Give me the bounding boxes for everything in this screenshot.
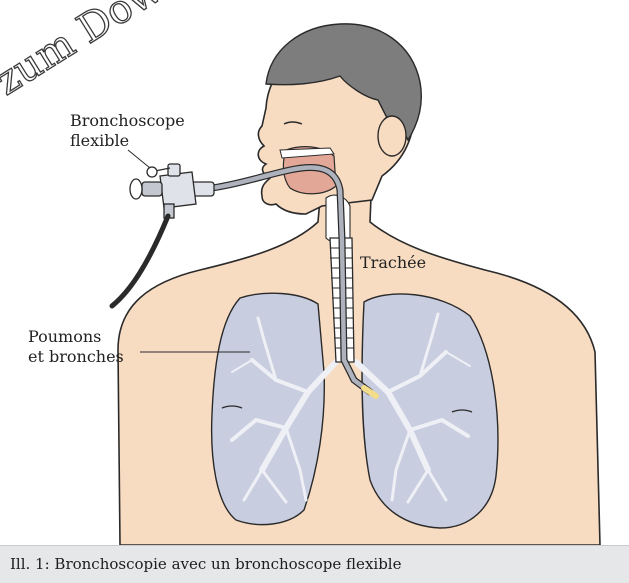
ear <box>378 116 406 156</box>
bronchoscope-handle <box>130 164 214 218</box>
torso <box>118 172 600 545</box>
lung-left <box>362 294 498 528</box>
figure-caption: Ill. 1: Bronchoscopie avec un bronchosco… <box>10 555 401 573</box>
label-bronchoscope-line2: flexible <box>70 131 129 150</box>
bronchoscopy-illustration: Bronchoscope flexible Trachée Poumons et… <box>0 0 629 545</box>
lung-right <box>212 293 325 524</box>
figure-caption-bar: Ill. 1: Bronchoscopie avec un bronchosco… <box>0 545 629 583</box>
bronchoscope-leader <box>128 150 150 168</box>
label-lungs-line1: Poumons <box>28 327 101 346</box>
label-trachea: Trachée <box>360 253 426 272</box>
label-bronchoscope-line1: Bronchoscope <box>70 111 185 130</box>
label-lungs-line2: et bronches <box>28 347 124 366</box>
